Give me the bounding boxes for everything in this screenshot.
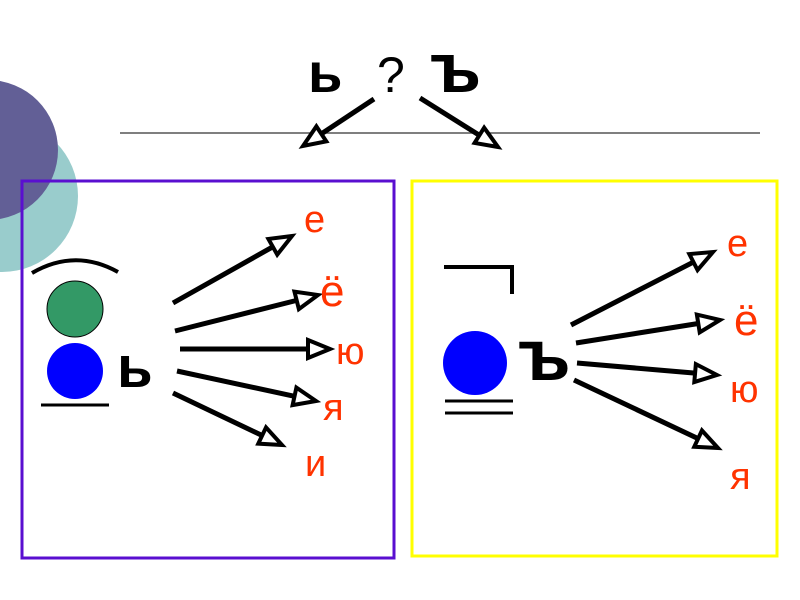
hard-arrow-icon-4 — [572, 377, 723, 451]
blue-circle-icon — [47, 343, 103, 399]
hard-arrow-icon-3 — [576, 360, 723, 385]
soft-vowel-i: и — [305, 443, 326, 485]
header-soft-sign: ь — [308, 41, 342, 104]
arrow-to-hard-sign-icon — [418, 95, 503, 150]
green-circle-icon — [46, 280, 104, 338]
corner-mark-icon — [444, 265, 514, 294]
soft-arrow-icon-5 — [171, 390, 287, 448]
blue-circle-icon — [443, 331, 507, 395]
arrow-to-soft-sign-icon — [298, 96, 376, 149]
hard-vowel-yu: ю — [730, 369, 759, 411]
soft-vowel-yo: ё — [320, 267, 344, 316]
hard-vowel-yo: ё — [734, 296, 758, 345]
soft-arrow-icon-2 — [174, 289, 324, 334]
header-question-mark: ? — [377, 47, 405, 103]
soft-vowel-yu: ю — [336, 331, 365, 373]
hard-arrow-icon-2 — [575, 311, 726, 346]
header-hard-sign: ъ — [430, 29, 481, 107]
hard-sign-panel — [410, 179, 779, 558]
soft-arrow-icon-1 — [171, 233, 297, 306]
soft-sign-letter: ь — [117, 335, 153, 400]
soft-vowel-ya: я — [323, 387, 344, 429]
decorative-circle-dark — [0, 81, 58, 219]
soft-arrow-icon-3 — [180, 337, 336, 361]
hard-arrow-icon-1 — [569, 249, 718, 328]
hard-vowel-ya: я — [730, 456, 751, 498]
hard-sign-letter: ъ — [518, 316, 571, 396]
soft-vowel-e: е — [304, 199, 325, 241]
soft-sign-panel — [20, 179, 396, 560]
stress-arc-icon — [30, 258, 119, 275]
soft-arrow-icon-4 — [176, 368, 322, 408]
hard-vowel-e: е — [727, 223, 748, 265]
